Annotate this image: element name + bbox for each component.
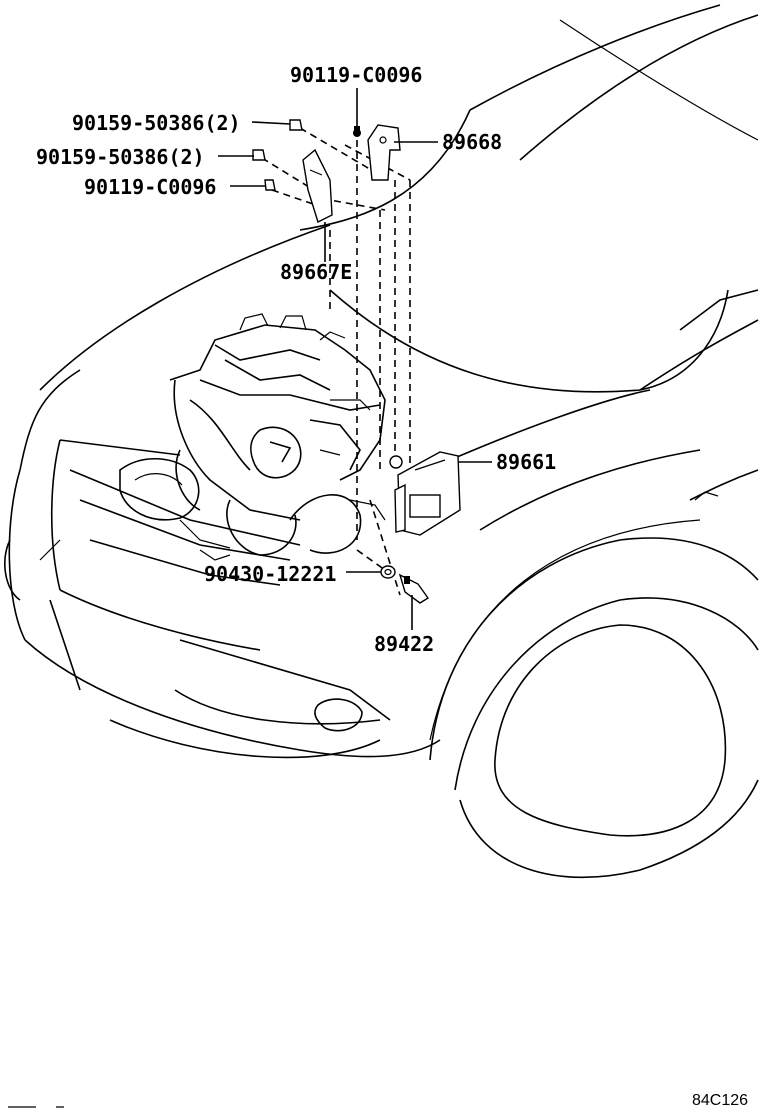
- part-label-89667e: 89667E: [280, 260, 353, 284]
- gasket-90430: [380, 565, 396, 579]
- ecu-89661: [389, 451, 461, 536]
- assembly-guide-lines: [261, 127, 411, 596]
- bracket-89668: [367, 124, 401, 181]
- part-label-89422: 89422: [374, 632, 435, 656]
- engine-assembly: [169, 313, 386, 561]
- part-label-90159-50386-upper: 90159-50386(2): [72, 111, 241, 135]
- part-label-90159-50386-lower: 90159-50386(2): [36, 145, 205, 169]
- leader-lines: [218, 88, 492, 630]
- figure-code: 84C126: [692, 1092, 749, 1109]
- part-label-90430-12221: 90430-12221: [204, 562, 337, 586]
- fasteners: [252, 119, 361, 191]
- car-body-outline: [4, 4, 759, 879]
- part-label-89661: 89661: [496, 450, 557, 474]
- part-label-89668: 89668: [442, 130, 503, 154]
- part-label-90119-c0096-top: 90119-C0096: [290, 63, 423, 87]
- sensor-89422: [398, 573, 430, 604]
- bracket-89667e: [302, 148, 333, 223]
- part-label-90119-c0096-lower: 90119-C0096: [84, 175, 217, 199]
